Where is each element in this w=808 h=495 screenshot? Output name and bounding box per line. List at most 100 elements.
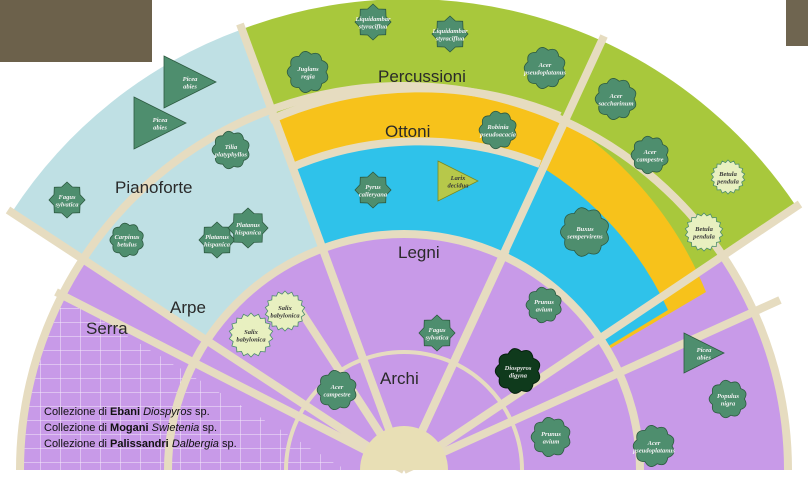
plant-label: Acer [643,149,657,156]
plant-label: Acer [609,93,623,100]
label-pianoforte: Pianoforte [115,178,193,197]
plant-label: calleryana [359,192,388,199]
plant-symbol [133,96,187,150]
plant-label: sylvatica [54,202,79,209]
plant-label: decidua [448,183,470,190]
plant-label: Picea [697,347,713,354]
label-archi: Archi [380,369,419,388]
label-serra: Serra [86,319,128,338]
plant-label: regia [301,74,315,81]
plant-label: Larix [450,175,467,182]
plant-label: avium [536,307,553,314]
plant-label: Picea [153,117,169,124]
plant-symbol [286,51,329,93]
plant-label: Acer [330,384,344,391]
plant-label: Acer [647,440,661,447]
legend-line-2: Collezione di Mogani Swietenia sp. [44,422,217,434]
plant-label: Robinia [486,124,509,131]
plant-label: abies [697,355,711,362]
plant-label: Fagus [59,194,76,201]
plant-label: platyphyllos [214,152,248,159]
plant-symbol [683,332,725,374]
plant-label: babylonica [270,313,300,320]
plant-symbol [227,207,269,249]
legend: Collezione di Ebani Diospyros sp. Collez… [44,406,237,450]
plant-symbol [48,181,86,219]
plant-label: Salix [278,305,292,312]
legend-line-1: Collezione di Ebani Diospyros sp. [44,406,210,418]
plant-symbol [684,212,724,252]
plant-label: Picea [183,76,199,83]
plant-label: Liquidambar [354,16,391,23]
plant-symbol [198,221,236,259]
plant-label: Salix [244,329,258,336]
plant-label: babylonica [236,337,266,344]
plant-label: pseudoplatanus [523,70,566,77]
legend-line-3: Collezione di Palissandri Dalbergia sp. [44,438,237,450]
plant-label: Platanus [236,222,260,229]
plant-label: Juglans [296,66,319,73]
podium [360,426,448,470]
plant-label: sempervirens [566,234,603,241]
plant-label: Fagus [429,327,446,334]
plant-label: pseudoacacia [479,132,517,139]
plant-symbol [530,416,571,458]
label-ottoni: Ottoni [385,122,430,141]
plant-symbol [494,348,541,394]
plant-label: hispanica [204,242,231,249]
plant-label: avium [543,439,560,446]
plant-label: betulus [117,242,137,249]
plant-label: Betula [694,226,713,233]
label-percussioni: Percussioni [378,67,466,86]
plant-symbol [478,110,517,150]
plant-symbol [594,78,637,120]
plant-label: saccharinum [597,101,633,108]
plant-label: abies [183,84,197,91]
plant-label: Prunus [541,431,561,438]
plant-symbol [708,379,747,419]
plant-label: hispanica [235,230,262,237]
plant-label: Liquidambar [431,28,468,35]
plant-symbol [228,312,274,358]
plant-symbol [560,207,609,257]
plant-label: Platanus [205,234,229,241]
plant-label: Acer [538,62,552,69]
plant-label: Tilia [225,144,238,151]
plant-label: Buxus [575,226,594,233]
plant-label: Pyrus [365,184,381,191]
plant-symbol [525,286,562,324]
label-legni: Legni [398,243,440,262]
plant-symbol [418,314,456,352]
plant-symbol [109,222,144,258]
plant-label: pseudoplatanus [632,448,675,455]
plant-label: styraciflua [358,24,388,31]
plant-symbol [163,55,217,109]
plant-label: abies [153,125,167,132]
plants-layer: LiquidambarstyracifluaLiquidambarstyraci… [48,3,747,467]
plant-label: Diospyros [504,365,532,372]
plant-label: campestre [323,392,350,399]
